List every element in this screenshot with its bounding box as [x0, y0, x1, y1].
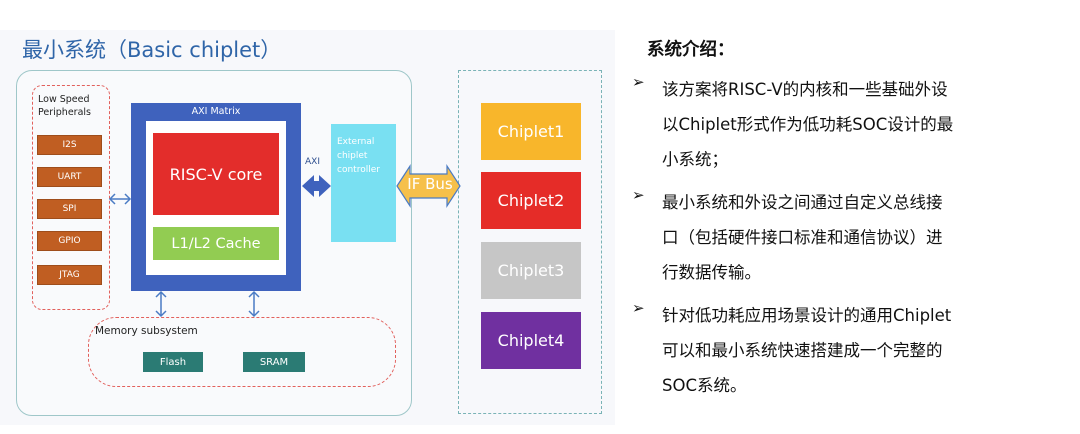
riscv-core-block: RISC-V core [153, 133, 279, 215]
bullet-arrow-icon: ➢ [632, 299, 645, 317]
memory-subsystem-title: Memory subsystem [95, 325, 198, 337]
panel-title: 系统介绍： [647, 40, 735, 60]
bullet-line: 可以和最小系统快速搭建成一个完整的 [662, 341, 943, 360]
bullet-text: 该方案将RISC-V的内核和一些基础外设 以Chiplet形式作为低功耗SOC设… [662, 72, 1070, 177]
peripheral-spi: SPI [37, 199, 102, 219]
if-bus-arrow [396, 163, 461, 209]
peripheral-uart: UART [37, 167, 102, 187]
low-speed-peripherals-title: Low Speed Peripherals [38, 94, 91, 118]
bullet-line: 针对低功耗应用场景设计的通用Chiplet [662, 306, 952, 325]
external-chiplet-controller-label: External chiplet controller [337, 137, 380, 175]
chiplet-1-block: Chiplet1 [481, 103, 581, 160]
bullet-line: 以Chiplet形式作为低功耗SOC设计的最 [662, 115, 954, 134]
axi-link-label: AXI [305, 157, 320, 167]
bullet-line: 行数据传输。 [662, 263, 761, 282]
diagram-arrows [108, 163, 461, 318]
peripheral-bus-arrow [108, 193, 132, 205]
bullet-arrow-icon: ➢ [632, 186, 645, 204]
external-chiplet-controller-block [331, 124, 396, 242]
axi-matrix-label: AXI Matrix [191, 106, 241, 117]
axi-link-arrow [302, 175, 331, 197]
sram-block: SRAM [243, 352, 305, 372]
low-speed-peripherals-group [32, 85, 110, 310]
bullet-line: 该方案将RISC-V的内核和一些基础外设 [662, 80, 948, 99]
bullet-text: 最小系统和外设之间通过自定义总线接 口（包括硬件接口标准和通信协议）进 行数据传… [662, 185, 1070, 290]
bullet-line: 口（包括硬件接口标准和通信协议）进 [662, 228, 943, 247]
cache-block: L1/L2 Cache [153, 227, 279, 260]
bullet-arrow-icon: ➢ [632, 73, 645, 91]
peripheral-i2s: I2S [37, 135, 102, 155]
chiplet-4-block: Chiplet4 [481, 312, 581, 369]
bullet-line: 小系统； [662, 150, 728, 169]
diagram-title: 最小系统（Basic chiplet） [22, 38, 282, 62]
bullet-line: 最小系统和外设之间通过自定义总线接 [662, 193, 943, 212]
peripheral-gpio: GPIO [37, 231, 102, 251]
if-bus-label: IF Bus [407, 175, 453, 193]
flash-block: Flash [143, 352, 203, 372]
chiplet-group [458, 70, 602, 414]
chiplet-3-block: Chiplet3 [481, 242, 581, 299]
bullet-text: 针对低功耗应用场景设计的通用Chiplet 可以和最小系统快速搭建成一个完整的 … [662, 298, 1070, 403]
peripheral-jtag: JTAG [37, 265, 102, 285]
chiplet-2-block: Chiplet2 [481, 172, 581, 229]
memory-bus-arrow-left [155, 290, 167, 318]
memory-subsystem-group [88, 317, 396, 387]
memory-bus-arrow-right [248, 290, 260, 318]
bullet-line: SOC系统。 [662, 376, 747, 395]
